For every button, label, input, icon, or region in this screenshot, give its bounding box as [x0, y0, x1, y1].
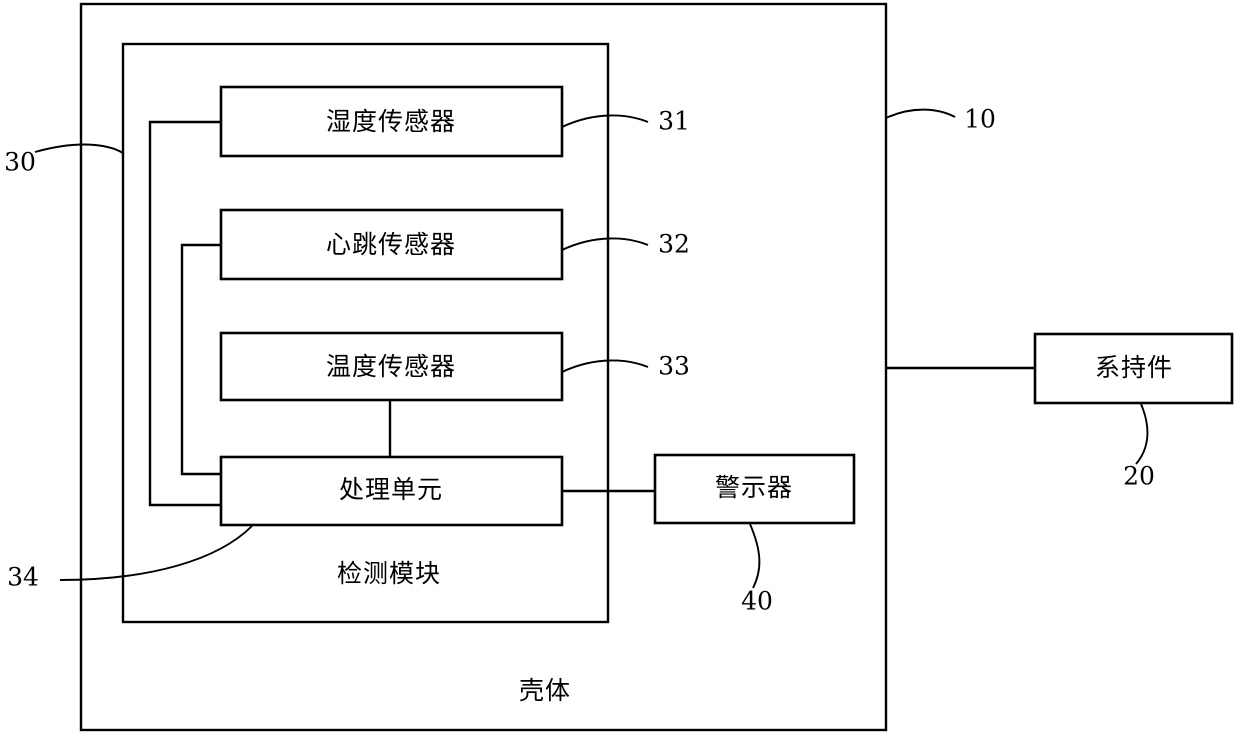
detection-module-boundary	[121, 42, 610, 624]
detection-module-label: 检测模块	[337, 559, 441, 588]
heartbeat-sensor-box[interactable]	[219, 208, 564, 281]
processing-unit-box[interactable]	[219, 455, 564, 527]
temperature-sensor-box[interactable]	[219, 331, 564, 402]
block-heartbeat-sensor[interactable]: 心跳传感器	[219, 208, 564, 281]
block-temperature-sensor[interactable]: 温度传感器	[219, 331, 564, 402]
ref-number-processing-unit: 34	[7, 563, 39, 592]
humidity-sensor-box[interactable]	[219, 85, 564, 158]
leader-temperature-sensor	[561, 359, 649, 373]
leader-fastener	[1135, 403, 1149, 465]
block-humidity-sensor[interactable]: 湿度传感器	[219, 85, 564, 158]
ref-number-heartbeat-sensor: 32	[658, 230, 690, 259]
alarm-label: 警示器	[715, 473, 793, 502]
ref-number-detection-module: 30	[4, 148, 36, 177]
ref-number-housing: 10	[964, 105, 996, 134]
wire-heartbeat-to-processing	[180, 243, 221, 476]
fastener-label: 系持件	[1095, 353, 1173, 382]
block-processing-unit[interactable]: 处理单元	[219, 455, 564, 527]
ref-number-fastener: 20	[1123, 462, 1155, 491]
leader-humidity-sensor	[561, 114, 649, 128]
leader-detection-module	[34, 143, 124, 154]
ref-number-temperature-sensor: 33	[658, 352, 690, 381]
housing-label: 壳体	[519, 676, 571, 705]
ref-number-alarm: 40	[741, 587, 773, 616]
alarm-box[interactable]	[653, 453, 856, 525]
leader-processing-unit	[59, 525, 253, 581]
wire-humidity-to-processing	[148, 120, 221, 507]
leader-housing	[885, 108, 956, 119]
ref-number-humidity-sensor: 31	[658, 107, 690, 136]
block-alarm[interactable]: 警示器	[653, 453, 856, 525]
humidity-sensor-label: 湿度传感器	[326, 107, 456, 136]
block-fastener[interactable]: 系持件	[1033, 332, 1234, 405]
processing-unit-label: 处理单元	[339, 475, 443, 504]
temperature-sensor-label: 温度传感器	[326, 352, 456, 381]
fastener-box[interactable]	[1033, 332, 1234, 405]
leader-heartbeat-sensor	[561, 237, 649, 251]
heartbeat-sensor-label: 心跳传感器	[326, 230, 456, 259]
leader-alarm	[749, 523, 761, 589]
